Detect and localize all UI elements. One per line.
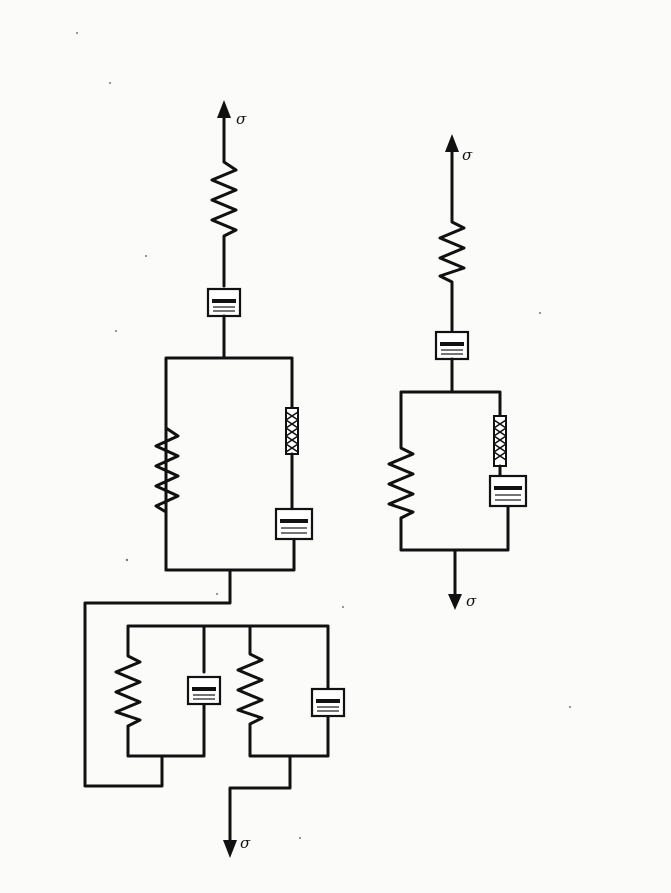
right-block-spring bbox=[387, 438, 415, 524]
series-dashpot bbox=[206, 287, 242, 318]
right-series-dashpot bbox=[434, 330, 470, 361]
left-model: σ bbox=[83, 100, 346, 858]
bottom-arrow bbox=[223, 840, 237, 858]
upper-block-spring bbox=[154, 410, 180, 572]
bottom-stress-label: σ bbox=[240, 834, 251, 852]
right-top-arrow bbox=[445, 134, 459, 216]
right-model: σ σ bbox=[387, 134, 528, 610]
series-spring bbox=[210, 150, 238, 288]
right-block-dashpot bbox=[488, 474, 528, 508]
lower-block-b-spring bbox=[236, 638, 264, 737]
friction-element bbox=[285, 407, 299, 455]
right-friction-element bbox=[493, 415, 507, 467]
lower-block-a-spring bbox=[114, 638, 142, 737]
right-series-spring bbox=[438, 212, 466, 332]
right-top-stress-label: σ bbox=[462, 146, 473, 164]
right-parallel-block bbox=[387, 390, 528, 552]
right-bottom-arrow bbox=[448, 594, 462, 610]
lower-block-b-dashpot bbox=[310, 687, 346, 718]
lower-parallel-block-b bbox=[202, 624, 346, 758]
scan-noise bbox=[76, 32, 571, 839]
lower-block-a-dashpot bbox=[186, 675, 222, 706]
top-stress-label: σ bbox=[236, 110, 247, 128]
upper-block-dashpot bbox=[274, 507, 314, 541]
lower-parallel-block-a bbox=[114, 624, 222, 758]
right-bottom-stress-label: σ bbox=[466, 592, 477, 610]
upper-parallel-block bbox=[154, 356, 314, 572]
top-arrow bbox=[217, 100, 231, 154]
